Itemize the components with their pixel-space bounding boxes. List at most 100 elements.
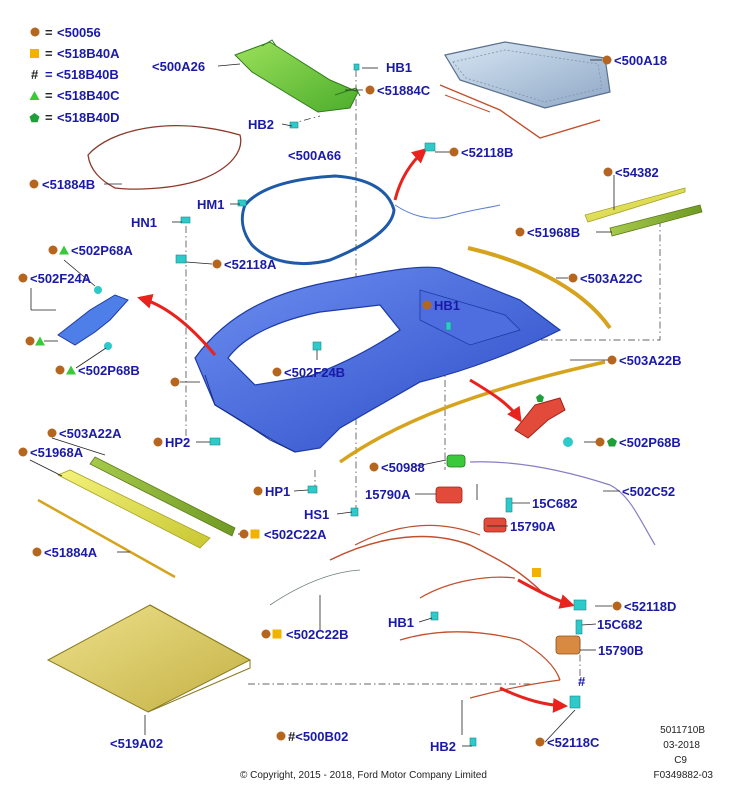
footer-copyright: © Copyright, 2015 - 2018, Ford Motor Com… xyxy=(240,770,487,781)
legend-eq-1: = xyxy=(45,25,53,40)
label-15790A-bottom: 15790A xyxy=(510,519,556,534)
drain-tube-502C52 xyxy=(469,461,656,546)
bullet-square-icon xyxy=(272,629,282,639)
callout-labels: <500A26 HB1 <51884C <500A18 HB2 <500A66 … xyxy=(30,53,682,754)
label-hash-prefix: # xyxy=(288,729,296,744)
bullet-circle-icon xyxy=(29,179,39,189)
clips xyxy=(175,63,587,747)
circle-icon xyxy=(30,27,40,37)
bullet-circle-icon xyxy=(18,447,28,457)
label-52118B: <52118B xyxy=(461,145,513,160)
glass-panel xyxy=(444,41,611,109)
bullet-circle-icon xyxy=(276,731,286,741)
right-rail-lower xyxy=(338,360,606,464)
label-502P68A: <502P68A xyxy=(71,243,133,258)
bullet-circle-icon xyxy=(32,547,42,557)
legend-eq-3: # xyxy=(31,67,39,82)
bullet-circle-icon xyxy=(48,245,58,255)
label-hp1: HP1 xyxy=(265,484,290,499)
label-hb1-top: HB1 xyxy=(386,60,412,75)
bullet-circle-icon xyxy=(607,355,617,365)
square-icon xyxy=(30,49,39,58)
label-52118A: <52118A xyxy=(224,257,277,272)
label-hash-marker: # xyxy=(578,674,586,689)
leader-lines xyxy=(29,59,620,747)
bullet-square-icon xyxy=(250,529,260,539)
bullet-circle-icon xyxy=(602,55,612,65)
bullets xyxy=(18,55,622,747)
bullet-circle-icon xyxy=(170,377,180,387)
bullet-circle-icon xyxy=(535,737,545,747)
legend-eq-2: = xyxy=(45,46,53,61)
bullet-circle-icon xyxy=(47,428,57,438)
bullet-circle-icon xyxy=(365,85,375,95)
label-502C22A: <502C22A xyxy=(264,527,327,542)
triangle-icon xyxy=(29,91,40,100)
label-50988: <50988 xyxy=(381,460,425,475)
drain-tube-front xyxy=(394,204,501,219)
direction-arrows xyxy=(137,148,575,713)
label-502P68B-right: <502P68B xyxy=(619,435,681,450)
bullet-circle-icon xyxy=(253,486,263,496)
label-500A66: <500A66 xyxy=(288,148,341,163)
legend-eq-4: = xyxy=(45,88,53,103)
label-hp2: HP2 xyxy=(165,435,190,450)
label-502C22B: <502C22B xyxy=(286,627,349,642)
left-mechanism xyxy=(57,286,129,350)
label-502C52: <502C52 xyxy=(622,484,675,499)
bullet-circle-icon xyxy=(55,365,65,375)
label-hn1: HN1 xyxy=(131,215,157,230)
label-500B02: #<500B02 xyxy=(288,729,348,744)
rear-shade-rail xyxy=(609,204,703,237)
left-shade-rail xyxy=(57,469,211,549)
bullet-circle-icon xyxy=(369,462,379,472)
bullet-triangle-icon xyxy=(35,336,45,346)
label-15790B: 15790B xyxy=(598,643,644,658)
label-52118D: <52118D xyxy=(624,599,676,614)
label-503A22B: <503A22B xyxy=(619,353,682,368)
bullet-circle-icon xyxy=(272,367,282,377)
label-hm1: HM1 xyxy=(197,197,224,212)
label-502P68B-left: <502P68B xyxy=(78,363,140,378)
rear-trim-strip xyxy=(584,187,686,223)
bullet-circle-icon xyxy=(603,167,613,177)
legend: = <50056 = <518B40A # = <518B40B = <518B… xyxy=(29,25,120,125)
bullet-triangle-icon xyxy=(59,245,69,255)
right-mechanism xyxy=(514,394,573,447)
sunroof-frame-seal xyxy=(240,174,396,265)
label-500A26: <500A26 xyxy=(152,59,205,74)
label-519A02: <519A02 xyxy=(110,736,163,751)
wiring-harness xyxy=(329,524,561,699)
label-500A18: <500A18 xyxy=(614,53,667,68)
bullet-circle-icon xyxy=(568,273,578,283)
footer-ref: F0349882-03 xyxy=(654,770,714,781)
bullet-circle-icon xyxy=(422,300,432,310)
label-hs1: HS1 xyxy=(304,507,329,522)
legend-code-4: <518B40C xyxy=(57,88,120,103)
label-52118C: <52118C xyxy=(547,735,600,750)
label-15C682-top: 15C682 xyxy=(532,496,578,511)
bullet-circle-icon xyxy=(212,259,222,269)
label-hb1-mid: HB1 xyxy=(434,298,460,313)
label-500B02-code: <500B02 xyxy=(295,729,348,744)
label-502F24B: <502F24B xyxy=(284,365,345,380)
label-51968A: <51968A xyxy=(30,445,84,460)
bullet-circle-icon xyxy=(612,601,622,611)
legend-code-3: = <518B40B xyxy=(45,67,119,82)
label-54382: <54382 xyxy=(615,165,659,180)
label-15C682-bottom: 15C682 xyxy=(597,617,643,632)
bullet-circle-icon xyxy=(25,336,35,346)
legend-eq-5: = xyxy=(45,110,53,125)
bullet-circle-icon xyxy=(153,437,163,447)
bullet-pentagon-icon xyxy=(607,437,617,447)
label-51884A: <51884A xyxy=(44,545,98,560)
legend-code-2: <518B40A xyxy=(57,46,120,61)
pentagon-icon xyxy=(29,113,40,123)
label-hb1-low: HB1 xyxy=(388,615,414,630)
footer-code: 5011710B xyxy=(660,725,705,736)
legend-code-5: <518B40D xyxy=(57,110,120,125)
front-header-bar xyxy=(234,39,361,113)
label-51884B: <51884B xyxy=(42,177,95,192)
left-rail-seal xyxy=(37,498,176,579)
